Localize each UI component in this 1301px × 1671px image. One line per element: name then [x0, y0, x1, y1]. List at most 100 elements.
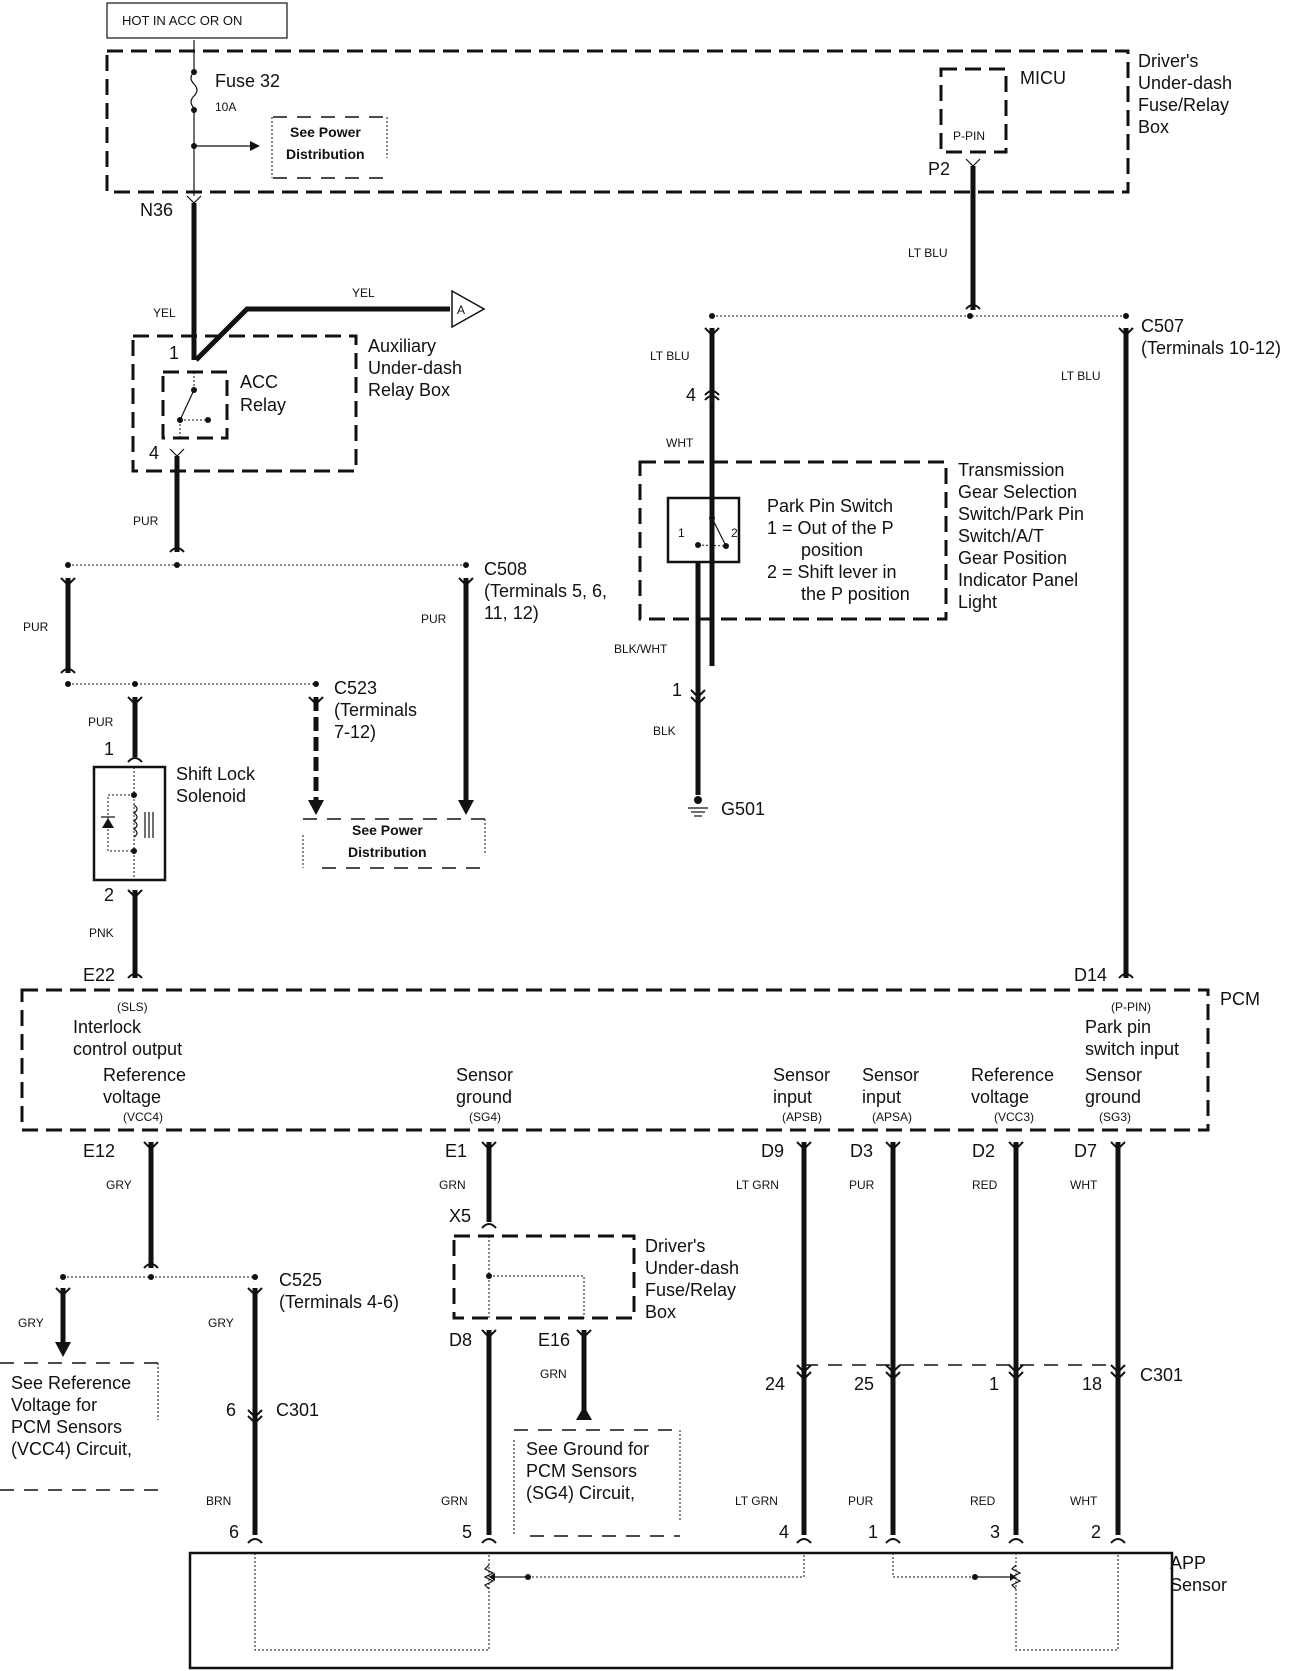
svg-text:(VCC4) Circuit,: (VCC4) Circuit, — [11, 1439, 132, 1459]
c301-name-left: C301 — [276, 1400, 319, 1420]
svg-text:Park Pin Switch: Park Pin Switch — [767, 496, 893, 516]
svg-text:PUR: PUR — [848, 1494, 874, 1508]
hot-label: HOT IN ACC OR ON — [122, 13, 242, 28]
fuse-relay-box-top — [105, 49, 1130, 194]
sg4-box-label: Driver's Under-dash Fuse/Relay Box — [645, 1236, 739, 1322]
relay-pin-1: 1 — [169, 343, 179, 363]
c508-terminals-2: 11, 12) — [484, 603, 539, 623]
svg-text:Box: Box — [645, 1302, 676, 1322]
svg-text:(SG3): (SG3) — [1099, 1110, 1131, 1124]
svg-text:5: 5 — [462, 1522, 472, 1542]
svg-text:(VCC4): (VCC4) — [123, 1110, 163, 1124]
potentiometer-a-icon — [1010, 1564, 1022, 1590]
wire-yel-branch — [194, 306, 450, 362]
micu-box — [939, 67, 1008, 154]
svg-text:Under-dash: Under-dash — [645, 1258, 739, 1278]
connector-a: A — [457, 303, 465, 317]
app-sensor-label-2: Sensor — [1170, 1575, 1227, 1595]
svg-text:Reference: Reference — [971, 1065, 1054, 1085]
wire-ltblu-left: LT BLU — [650, 349, 690, 363]
see-power-distribution-top[interactable]: See Power Distribution — [271, 116, 388, 179]
svg-text:D3: D3 — [850, 1141, 873, 1161]
svg-text:Sensor: Sensor — [1085, 1065, 1142, 1085]
wire-gry-right: GRY — [208, 1316, 234, 1330]
app-sensor-internals — [254, 1553, 1119, 1651]
wire-pur-relay: PUR — [133, 514, 159, 528]
c301-name-right: C301 — [1140, 1365, 1183, 1385]
c507-name: C507 — [1141, 316, 1184, 336]
trans-assembly-label: Transmission Gear Selection Switch/Park … — [958, 460, 1084, 612]
fuse-rating: 10A — [215, 100, 236, 114]
wire-pur-right: PUR — [421, 612, 447, 626]
micu-label: MICU — [1020, 68, 1066, 88]
connector-n36-icon — [186, 195, 202, 204]
svg-text:2 = Shift lever in: 2 = Shift lever in — [767, 562, 897, 582]
svg-text:E12: E12 — [83, 1141, 115, 1161]
svg-text:Relay Box: Relay Box — [368, 380, 450, 400]
svg-text:Distribution: Distribution — [348, 844, 427, 860]
svg-text:position: position — [801, 540, 863, 560]
pcm-box — [20, 988, 1210, 1132]
svg-text:(APSB): (APSB) — [782, 1110, 822, 1124]
c525-terminals: (Terminals 4-6) — [279, 1292, 399, 1312]
svg-text:Driver's: Driver's — [645, 1236, 705, 1256]
c523-name: C523 — [334, 678, 377, 698]
wire-blk: BLK — [653, 724, 676, 738]
svg-text:Gear Position: Gear Position — [958, 548, 1067, 568]
svg-text:1: 1 — [868, 1522, 878, 1542]
trans-gear-selection-assembly — [638, 460, 948, 621]
svg-text:GRY: GRY — [106, 1178, 132, 1192]
wire-yel-1: YEL — [153, 306, 176, 320]
switch-pos-1: 1 — [678, 526, 685, 540]
svg-text:6: 6 — [229, 1522, 239, 1542]
svg-text:(SG4): (SG4) — [469, 1110, 501, 1124]
see-reference-voltage-link[interactable]: See Reference Voltage for PCM Sensors (V… — [0, 1362, 160, 1491]
svg-text:Sensor: Sensor — [862, 1065, 919, 1085]
pcm-pin-d14: D14 — [1074, 965, 1107, 985]
svg-text:D9: D9 — [761, 1141, 784, 1161]
svg-text:input: input — [773, 1087, 812, 1107]
c301-pin-6: 6 — [226, 1400, 236, 1420]
svg-text:2: 2 — [1091, 1522, 1101, 1542]
pin-d8: D8 — [449, 1330, 472, 1350]
shift-lock-solenoid — [92, 765, 167, 882]
svg-text:Switch/Park Pin: Switch/Park Pin — [958, 504, 1084, 524]
relay-label-line2: Relay — [240, 395, 286, 415]
svg-text:LT GRN: LT GRN — [736, 1178, 779, 1192]
solenoid-label: Shift Lock — [176, 764, 256, 784]
solenoid-pin-2: 2 — [104, 885, 114, 905]
svg-text:WHT: WHT — [1070, 1178, 1098, 1192]
switch-pos-2: 2 — [731, 526, 738, 540]
solenoid-pin-1: 1 — [104, 739, 114, 759]
svg-text:See Reference: See Reference — [11, 1373, 131, 1393]
wire-wht: WHT — [666, 436, 694, 450]
svg-text:Under-dash: Under-dash — [1138, 73, 1232, 93]
fuse-name: Fuse 32 — [215, 71, 280, 91]
c523-terminals-2: 7-12) — [334, 722, 376, 742]
svg-text:D7: D7 — [1074, 1141, 1097, 1161]
pcm-ppin-label: Park pin — [1085, 1017, 1151, 1037]
svg-text:voltage: voltage — [103, 1087, 161, 1107]
hot-label-box — [106, 2, 288, 39]
see-ground-link[interactable]: See Ground for PCM Sensors (SG4) Circuit… — [513, 1429, 681, 1537]
c525-name: C525 — [279, 1270, 322, 1290]
micu-pin: P-PIN — [953, 129, 985, 143]
svg-text:Sensor: Sensor — [773, 1065, 830, 1085]
svg-text:Reference: Reference — [103, 1065, 186, 1085]
c508-name: C508 — [484, 559, 527, 579]
svg-text:See Ground for: See Ground for — [526, 1439, 649, 1459]
pcm-ppin-code: (P-PIN) — [1111, 1000, 1151, 1014]
wire-pur-solenoid: PUR — [88, 715, 114, 729]
see-power-distribution-bottom[interactable]: See Power Distribution — [302, 818, 486, 869]
svg-text:Box: Box — [1138, 117, 1169, 137]
connector-symbols — [55, 304, 1134, 1544]
pcm-pin-e22: E22 — [83, 965, 115, 985]
ground-g501: G501 — [721, 799, 765, 819]
svg-text:D2: D2 — [972, 1141, 995, 1161]
svg-text:Transmission: Transmission — [958, 460, 1064, 480]
fuse-icon — [190, 71, 198, 109]
aux-relay-box — [131, 334, 358, 473]
wire-pur-left: PUR — [23, 620, 49, 634]
pcm-terminal-vcc3: Reference voltage (VCC3) D2 RED — [971, 1065, 1054, 1192]
pcm-label: PCM — [1220, 989, 1260, 1009]
